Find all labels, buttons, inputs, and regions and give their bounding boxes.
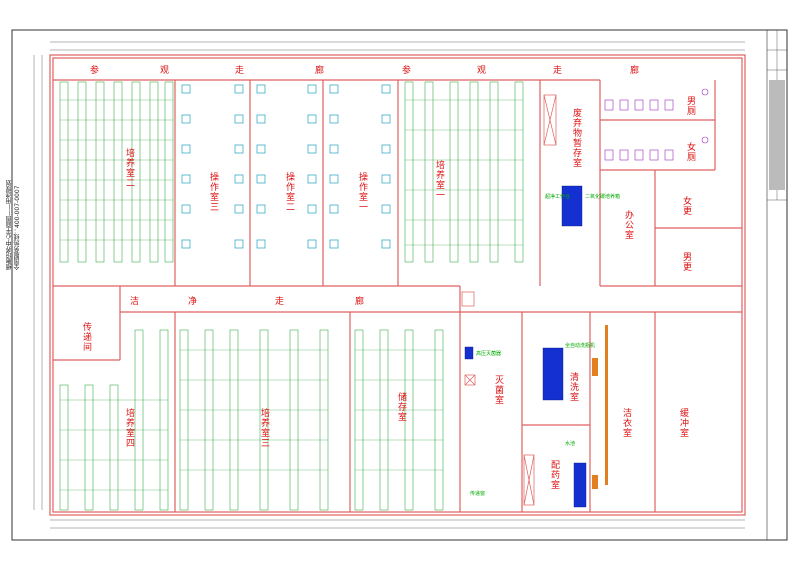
- room-label-waste: 废弃物暂存室: [571, 108, 581, 168]
- corridor-char: 廊: [315, 66, 325, 76]
- room-label-locker-f: 女更: [681, 196, 691, 216]
- building-walls: [49, 54, 746, 516]
- room-label-culture-4: 培养室四: [124, 408, 134, 448]
- waste-equipment: [461, 94, 557, 506]
- room-label-operation-1: 操作室一: [357, 172, 367, 212]
- title-block-image: [769, 80, 785, 190]
- corridor-char: 洁: [130, 297, 140, 307]
- corridor-char: 净: [188, 297, 198, 307]
- blue-equipment: [464, 185, 587, 508]
- rack-grid-culture-3: [179, 329, 329, 511]
- room-label-clean-dress: 洁衣室: [621, 408, 631, 438]
- room-label-operation-2: 操作室二: [284, 172, 294, 212]
- rack-grid-culture-1: [404, 81, 524, 263]
- room-label-locker-m: 男更: [681, 252, 691, 272]
- room-label-wash: 灭菌室: [493, 375, 503, 405]
- drawing-frame: [11, 29, 788, 541]
- toilet-fixtures: [604, 88, 709, 161]
- room-label-office: 办公室: [623, 210, 633, 240]
- room-label-culture-3: 培养室三: [259, 408, 269, 448]
- equipment-label: 超净工作台: [545, 194, 571, 200]
- room-label-male-wc: 男厕: [685, 96, 695, 116]
- dimension-lines: [33, 41, 745, 529]
- room-label-culture-1: 培养室一: [434, 160, 444, 200]
- room-label-clean: 清洗室: [568, 372, 578, 402]
- equipment-label: 高压灭菌器: [476, 351, 502, 357]
- corridor-char: 廊: [630, 66, 640, 76]
- orange-equipment: [592, 325, 608, 489]
- work-benches: [181, 84, 391, 249]
- corridor-char: 参: [90, 66, 100, 76]
- corridor-char: 廊: [355, 297, 365, 307]
- room-label-culture-2: 培养室二: [124, 148, 134, 188]
- room-label-pass: 传递间: [81, 322, 91, 352]
- corridor-char: 走: [235, 66, 245, 76]
- equipment-label: 二氧化碳培养箱: [585, 194, 621, 200]
- corridor-char: 走: [553, 66, 563, 76]
- drawing-title: 细胞培养中心平面图——用途规划 全国服务热线：400-007-0007: [6, 180, 22, 270]
- rack-grid-culture-4: [59, 329, 169, 511]
- equipment-label: 水池: [565, 441, 576, 447]
- equipment-label: 传递窗: [470, 491, 486, 497]
- room-label-prep: 配药室: [549, 460, 559, 490]
- corridor-char: 走: [275, 297, 285, 307]
- corridor-char: 观: [160, 66, 170, 76]
- room-label-female-wc: 女厕: [685, 142, 695, 162]
- room-label-operation-3: 操作室三: [208, 172, 218, 212]
- rack-grid-storage: [354, 329, 444, 511]
- corridor-char: 参: [402, 66, 412, 76]
- rack-rungs: [60, 99, 523, 491]
- equipment-label: 全自动洗瓶机: [565, 343, 596, 349]
- corridor-char: 观: [477, 66, 487, 76]
- drawing-title-text: 细胞培养中心平面图——用途规划: [6, 180, 13, 270]
- contact-line: 全国服务热线：400-007-0007: [14, 185, 21, 270]
- room-label-storage: 储存室: [396, 392, 406, 422]
- rack-grid-culture-2: [59, 81, 174, 263]
- room-label-buffer: 缓冲室: [678, 408, 688, 438]
